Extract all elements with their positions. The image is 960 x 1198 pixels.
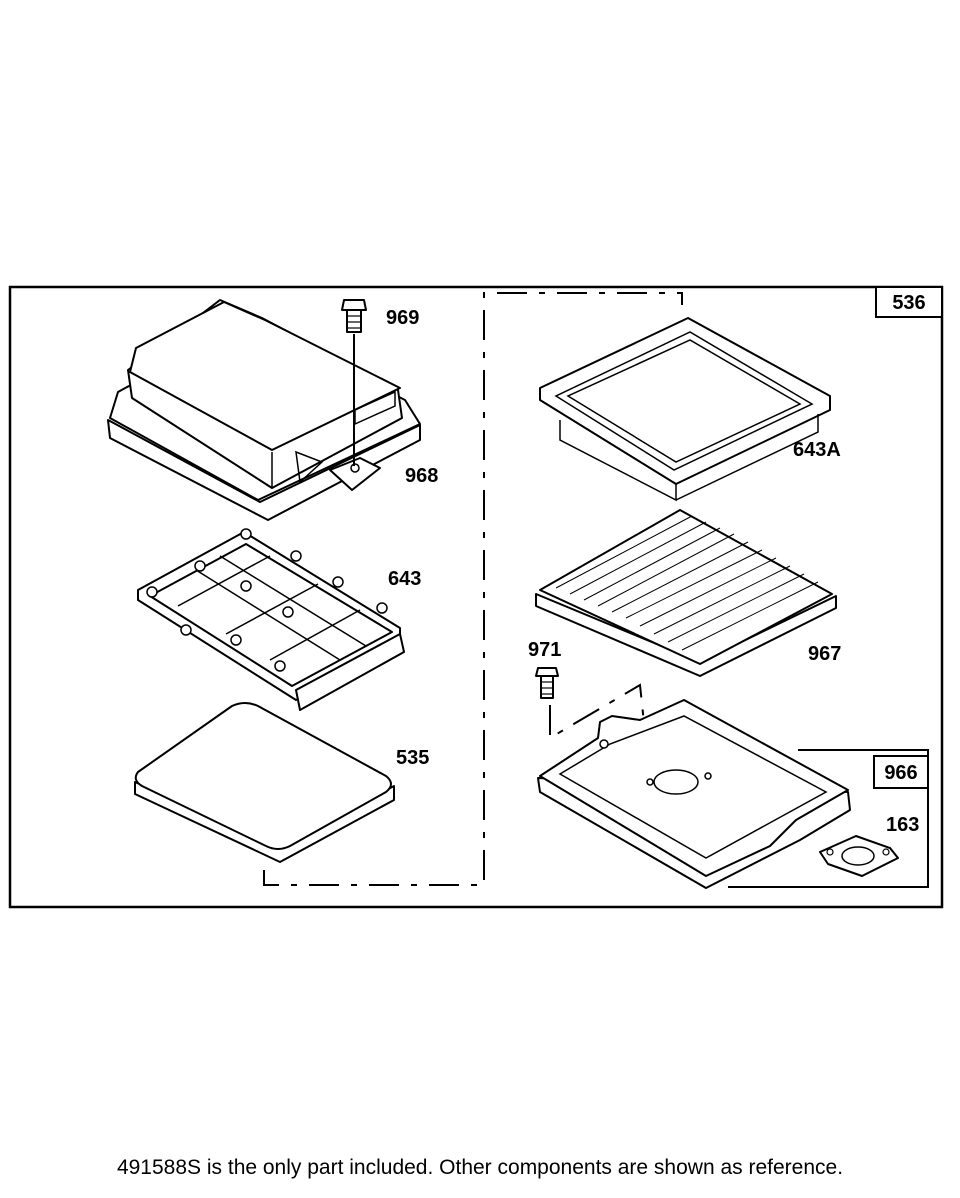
- label-971: 971: [528, 639, 561, 661]
- group-bracket-left: [263, 292, 683, 886]
- callout-box-966: 966: [873, 755, 929, 789]
- label-643: 643: [388, 568, 421, 590]
- label-969: 969: [386, 307, 419, 329]
- label-968: 968: [405, 465, 438, 487]
- gasket-163: 163: [819, 814, 919, 877]
- callout-box-536: 536: [875, 286, 943, 318]
- diagram-frame: [8, 285, 944, 909]
- footer-note: 491588S is the only part included. Other…: [116, 1156, 844, 1179]
- label-966: 966: [884, 762, 917, 784]
- pre-cleaner-535: 535: [134, 702, 429, 863]
- cover-screw-969: 969: [341, 299, 419, 466]
- label-535: 535: [396, 747, 429, 769]
- filter-cartridge-967: 967: [535, 509, 841, 677]
- label-643a: 643A: [793, 439, 841, 461]
- base-screw-971: 971: [528, 639, 561, 699]
- group-bracket-966: [728, 749, 929, 888]
- air-cleaner-base-966: [537, 699, 851, 889]
- air-cleaner-cover-968: [107, 299, 421, 521]
- filter-retainer-643a: 643A: [539, 317, 841, 502]
- label-967: 967: [808, 643, 841, 665]
- label-163: 163: [886, 814, 919, 836]
- label-536: 536: [892, 292, 925, 314]
- filter-retainer-643: 643: [137, 528, 421, 711]
